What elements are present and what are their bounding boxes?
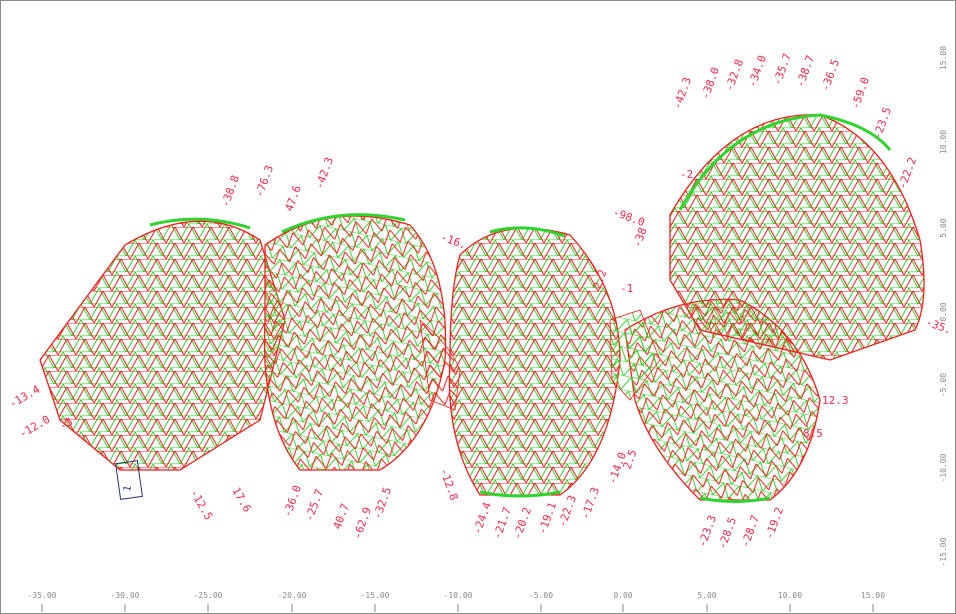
y-tick-label: -15.00	[939, 537, 948, 566]
member-force-label: 1	[0, 0, 7, 3]
member-force-label: -2	[680, 168, 693, 181]
selection-label: 1	[122, 485, 134, 493]
member-force-label: -19.1	[536, 500, 560, 536]
member-force-label: -23.5	[871, 105, 895, 141]
dome-connector	[419, 309, 661, 411]
y-tick-label: 0.00	[939, 302, 948, 321]
x-tick-label: -15.00	[361, 591, 390, 600]
member-force-label: -38.8	[219, 173, 243, 209]
member-force-label: -3	[57, 415, 75, 433]
member-force-label: 12.3	[822, 394, 849, 407]
member-force-label: -36.5	[819, 57, 843, 93]
member-force-label: -98.0	[611, 206, 647, 230]
dome-segment-1	[39, 217, 286, 471]
x-tick-label: 0.00	[613, 591, 632, 600]
y-tick-label: -10.00	[939, 453, 948, 482]
x-tick-label: 5.00	[697, 591, 716, 600]
x-tick-label: -10.00	[444, 591, 473, 600]
y-axis: 15.00 10.00 5.00 0.00 -5.00 -10.00 -15.00	[939, 46, 948, 567]
member-force-label: -76.3	[253, 163, 277, 199]
member-force-label: -59.0	[849, 75, 873, 111]
member-force-label: -1	[620, 282, 633, 295]
member-force-label: -22.3	[556, 493, 580, 529]
member-force-label: -38	[631, 226, 650, 249]
member-force-label: -25.7	[303, 487, 327, 523]
member-force-label: -42.3	[313, 155, 337, 191]
member-force-label: 2.2	[591, 268, 610, 291]
member-force-label: -20.2	[511, 505, 535, 541]
member-force-label: -28.5	[716, 515, 740, 551]
y-tick-label: -5.00	[939, 373, 948, 397]
x-tick-label: -25.00	[194, 591, 223, 600]
member-force-label: -22.2	[896, 155, 920, 191]
member-force-label: -28.7	[739, 513, 763, 549]
x-tick-label: -20.00	[278, 591, 307, 600]
member-force-label: 17.6	[229, 485, 254, 514]
member-force-label: 40.7	[331, 502, 352, 531]
dome-segment-6	[669, 113, 925, 361]
member-force-label: -12.8	[437, 467, 461, 503]
member-force-label: -35.	[924, 316, 953, 337]
member-force-label: -13.4	[7, 383, 43, 411]
member-force-label: -42.3	[671, 75, 695, 111]
dome-segment-3	[448, 226, 621, 498]
member-force-label: -19.2	[763, 505, 787, 541]
y-tick-label: 10.00	[939, 130, 948, 154]
member-force-label: -16.	[439, 231, 468, 252]
member-force-label: -24.4	[471, 500, 495, 536]
dome-segment-2	[263, 213, 447, 471]
x-axis: -35.00 -30.00 -25.00 -20.00 -15.00 -10.00 -5.0…	[28, 591, 885, 612]
member-force-label: -12.0	[17, 413, 52, 441]
x-tick-label: 15.00	[861, 591, 885, 600]
member-force-label: 8.5	[803, 427, 823, 440]
member-force-label: -32.8	[723, 57, 747, 93]
selection-box[interactable]	[115, 460, 143, 500]
member-force-label: 47.6	[283, 184, 304, 213]
y-tick-label: 5.00	[939, 218, 948, 237]
x-tick-label: -30.00	[111, 591, 140, 600]
dome-segment-5	[624, 298, 821, 503]
member-force-label: -35.7	[771, 51, 795, 87]
member-force-label: -36.0	[281, 483, 305, 519]
member-force-label: -12.5	[187, 487, 215, 522]
member-force-label: -38.0	[699, 65, 723, 101]
x-tick-label: -35.00	[28, 591, 57, 600]
member-force-label: -34.0	[746, 53, 770, 89]
x-tick-label: 10.00	[778, 591, 802, 600]
member-force-label: -38.7	[794, 53, 818, 89]
member-force-label: -62.9	[351, 505, 375, 541]
x-tick-label: -5.00	[529, 591, 553, 600]
member-force-label: -32.5	[371, 485, 395, 521]
y-tick-label: 15.00	[939, 46, 948, 70]
member-force-label: 2.5	[621, 448, 640, 471]
member-force-label: -17.3	[579, 485, 603, 521]
